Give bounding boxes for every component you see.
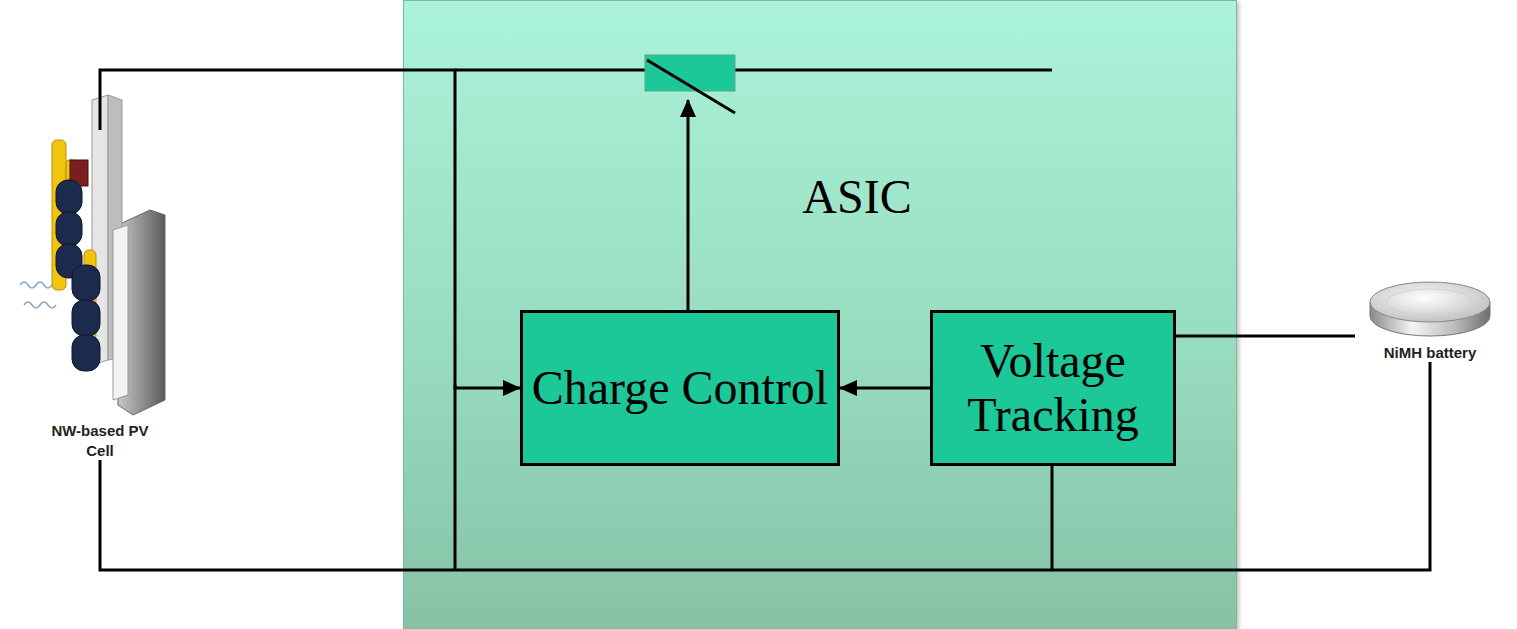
node-label: Voltage Tracking bbox=[941, 334, 1165, 442]
node-label: ASIC bbox=[802, 171, 911, 224]
node-label: Charge Control bbox=[531, 361, 829, 415]
process-box: Voltage Tracking bbox=[930, 310, 1176, 466]
connector bbox=[1176, 335, 1355, 338]
node-label: NiMH battery bbox=[1382, 343, 1479, 363]
wire bbox=[100, 70, 1430, 570]
process-box: Charge Control bbox=[520, 310, 840, 466]
pv-cell-illustration bbox=[20, 95, 165, 415]
connector bbox=[100, 70, 520, 388]
wire bbox=[735, 69, 1052, 72]
wire bbox=[454, 385, 457, 570]
wire bbox=[1051, 465, 1054, 570]
coin-cell-illustration bbox=[1370, 282, 1490, 336]
connector bbox=[840, 387, 930, 390]
switch-symbol bbox=[645, 55, 735, 113]
wire bbox=[100, 362, 1430, 570]
node-label: NW-based PV Cell bbox=[40, 421, 160, 460]
wire bbox=[455, 69, 645, 72]
control-arrow bbox=[687, 100, 690, 310]
asic-housing: ASIC Charge Control Voltage Tracking bbox=[403, 0, 1237, 629]
